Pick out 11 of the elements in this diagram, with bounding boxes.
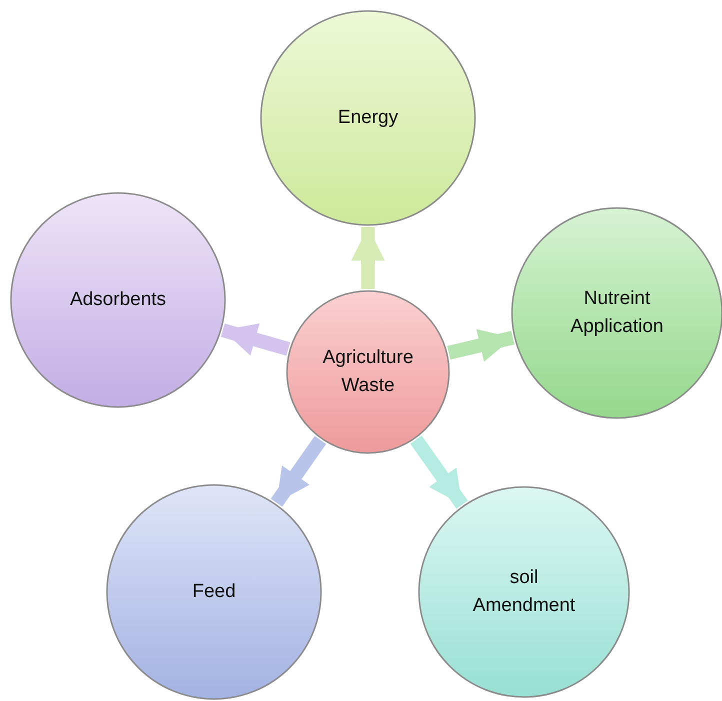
node-label: Energy	[336, 106, 400, 130]
node-label: soil Amendment	[472, 566, 576, 618]
node-label: Nutreint Application	[570, 287, 664, 339]
block-arrow	[220, 323, 290, 356]
block-arrow	[351, 227, 385, 289]
node-label: Adsorbents	[68, 288, 168, 312]
block-arrow	[410, 436, 468, 509]
block-arrow	[270, 436, 326, 507]
node-label: Agriculture Waste	[322, 346, 414, 398]
node-label: Feed	[191, 580, 237, 604]
block-arrow	[447, 329, 514, 362]
